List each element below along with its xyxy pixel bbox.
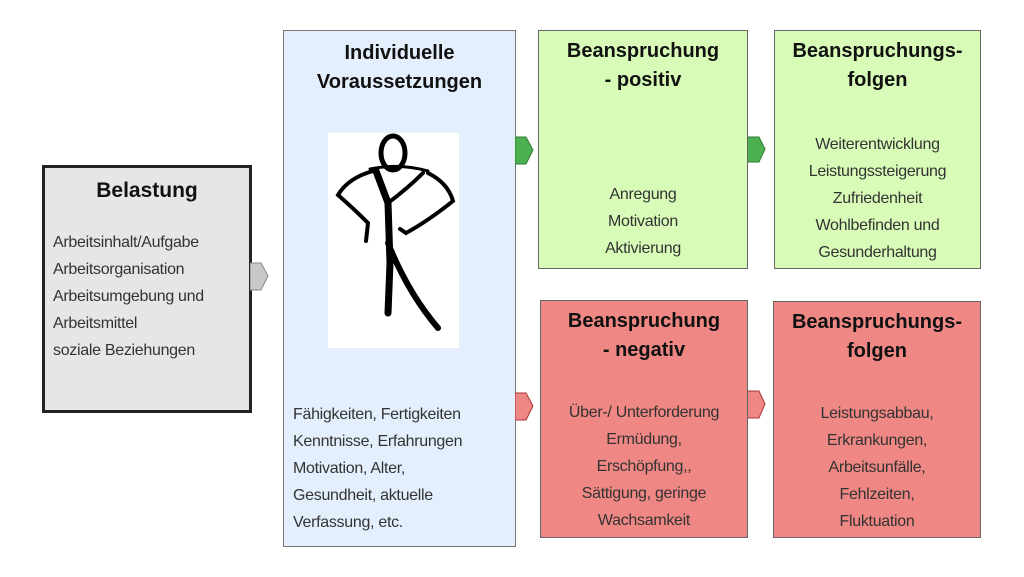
beanspruchung-positiv-box: Beanspruchung - positiv Anregung Motivat… [538,30,748,269]
arrow-green-icon [747,136,766,163]
positiv-folgen-item: Gesunderhaltung [818,244,937,261]
positiv-folgen-title: Beanspruchungs- [792,40,963,62]
belastung-item: Arbeitsorganisation [53,261,185,278]
positiv-folgen-item: Weiterentwicklung [815,136,940,153]
positiv-item: Aktivierung [605,240,681,257]
arrow-red-icon [515,392,534,421]
individuelle-item: Gesundheit, aktuelle [293,487,433,504]
arrow-gray-icon [250,262,269,291]
belastung-title: Belastung [96,179,198,202]
positiv-folgen-title: folgen [847,69,908,91]
belastung-item: Arbeitsmittel [53,315,138,332]
individuelle-item: Verfassung, etc. [293,514,403,531]
beanspruchungsfolgen-positiv-box: Beanspruchungs- folgen Weiterentwicklung… [774,30,981,269]
positiv-folgen-item: Leistungssteigerung [808,163,947,180]
individuelle-title: Individuelle [344,42,455,64]
arrow-red-icon [747,390,766,419]
negativ-folgen-item: Fluktuation [839,513,915,530]
arrow-green-icon [515,136,534,165]
individuelle-item: Motivation, Alter, [293,460,405,477]
negativ-item: Ermüdung, [606,431,682,448]
negativ-folgen-item: Arbeitsunfälle, [828,459,926,476]
beanspruchung-negativ-box: Beanspruchung - negativ Über-/ Unterford… [540,300,748,538]
individuelle-item: Fähigkeiten, Fertigkeiten [293,406,461,423]
negativ-item: Erschöpfung,, [596,458,692,475]
positiv-folgen-item: Wohlbefinden und [815,217,940,234]
negativ-item: Sättigung, geringe [581,485,707,502]
positiv-title: - positiv [604,69,682,91]
individuelle-voraussetzungen-box: Individuelle Voraussetzungen Fähigkeiten… [283,30,516,547]
negativ-title: - negativ [602,339,686,361]
belastung-box: Belastung Arbeitsinhalt/Aufgabe Arbeitso… [42,165,252,413]
individuelle-item: Kenntnisse, Erfahrungen [293,433,463,450]
negativ-folgen-item: Leistungsabbau, [820,405,934,422]
negativ-folgen-item: Fehlzeiten, [839,486,915,503]
individuelle-title: Voraussetzungen [316,71,483,93]
belastung-item: soziale Beziehungen [53,342,195,359]
negativ-folgen-item: Erkrankungen, [826,432,928,449]
belastung-item: Arbeitsinhalt/Aufgabe [53,234,199,251]
positiv-title: Beanspruchung [566,40,720,62]
negativ-folgen-title: folgen [847,340,907,362]
negativ-title: Beanspruchung [567,310,721,332]
positiv-folgen-item: Zufriedenheit [832,190,923,207]
negativ-folgen-title: Beanspruchungs- [791,311,963,333]
belastung-item: Arbeitsumgebung und [53,288,204,305]
positiv-item: Motivation [608,213,678,230]
negativ-item: Wachsamkeit [597,512,691,529]
beanspruchungsfolgen-negativ-box: Beanspruchungs- folgen Leistungsabbau, E… [773,301,981,538]
negativ-item: Über-/ Unterforderung [568,404,720,421]
stick-figure-icon [328,133,459,348]
positiv-item: Anregung [609,186,677,203]
